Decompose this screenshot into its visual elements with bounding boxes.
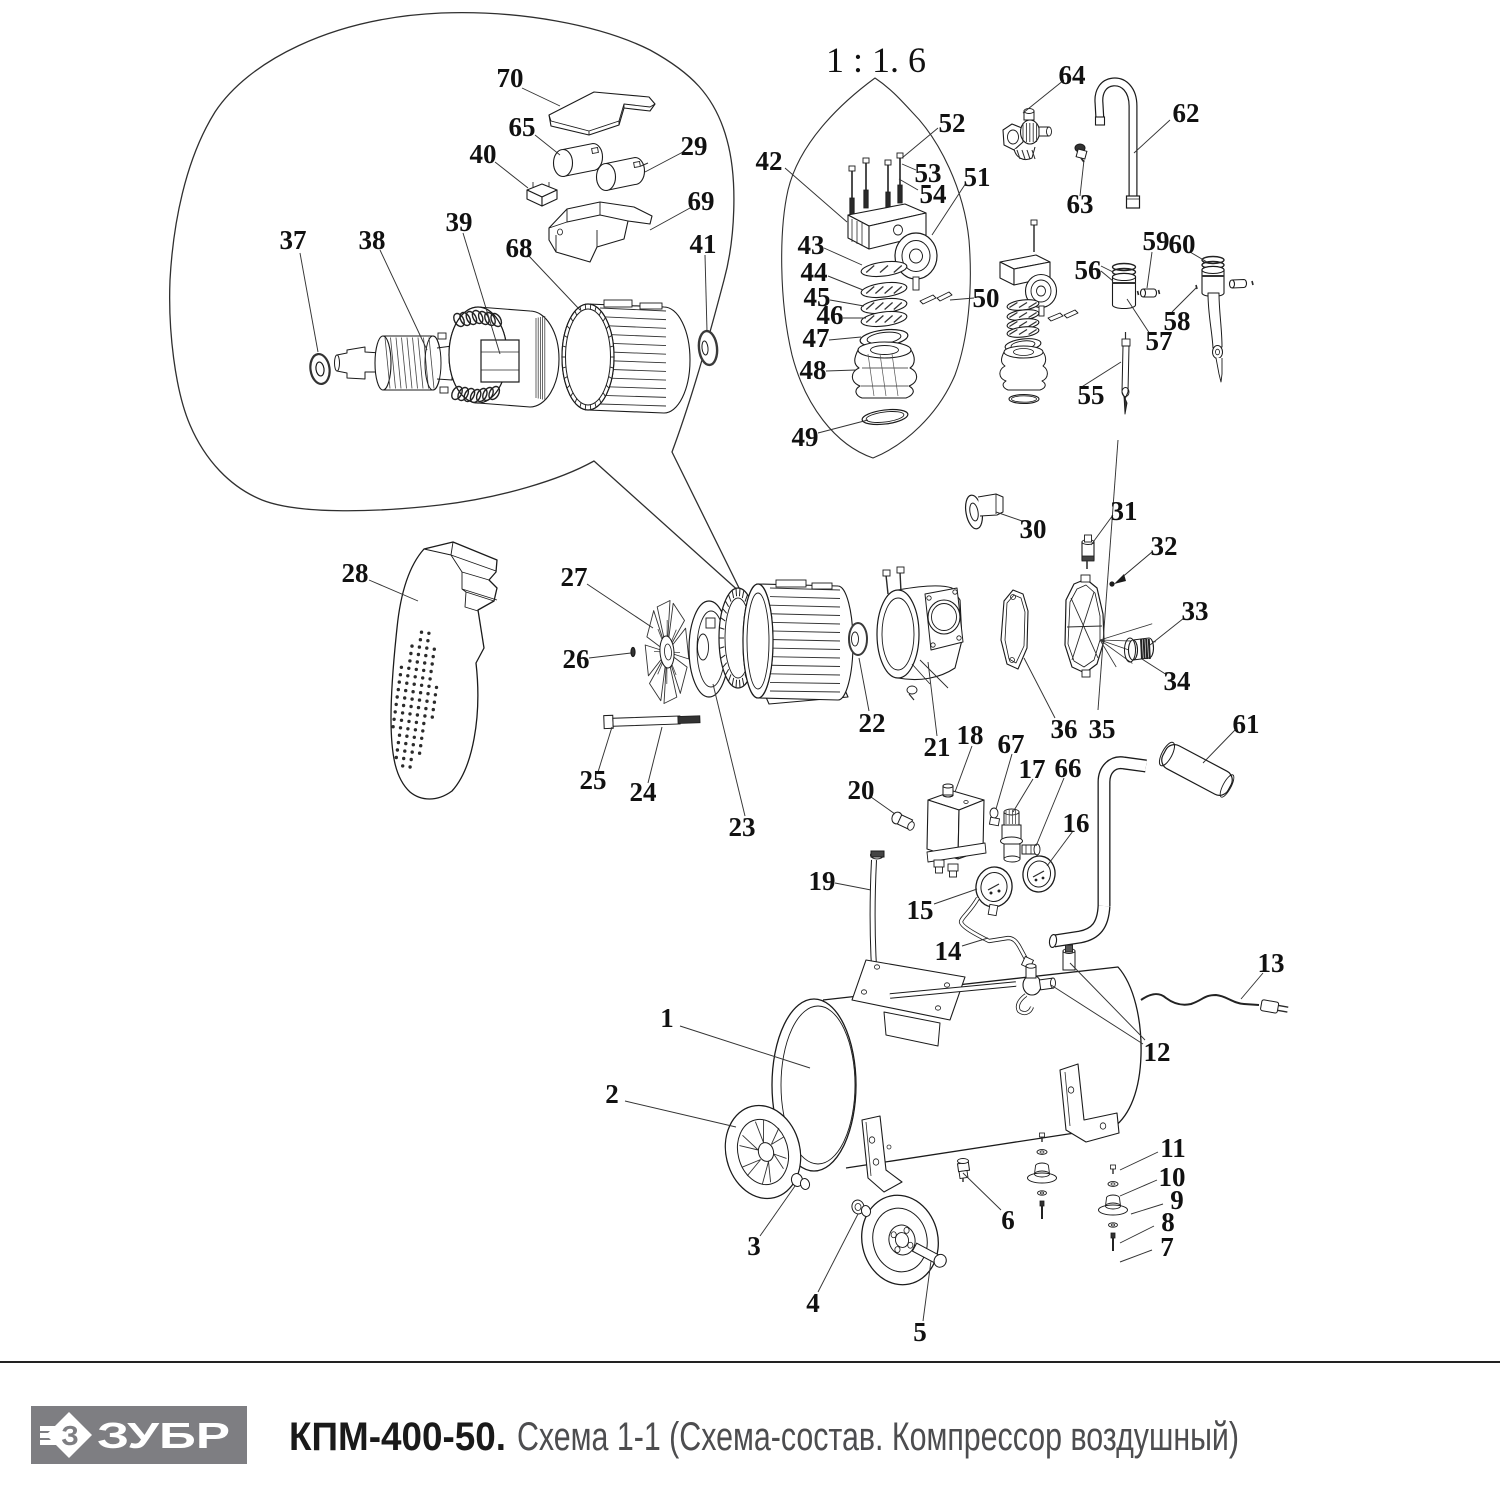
svg-text:3: 3 <box>747 1231 761 1261</box>
svg-text:59: 59 <box>1143 226 1170 256</box>
svg-text:21: 21 <box>924 732 951 762</box>
svg-text:22: 22 <box>859 708 886 738</box>
svg-text:38: 38 <box>359 225 386 255</box>
svg-text:28: 28 <box>342 558 369 588</box>
svg-text:57: 57 <box>1146 326 1173 356</box>
svg-text:50: 50 <box>973 283 1000 313</box>
svg-text:49: 49 <box>792 422 819 452</box>
svg-text:65: 65 <box>509 112 536 142</box>
svg-text:11: 11 <box>1160 1133 1186 1163</box>
svg-text:46: 46 <box>817 300 844 330</box>
svg-text:12: 12 <box>1144 1037 1171 1067</box>
svg-text:9: 9 <box>1170 1185 1184 1215</box>
svg-text:15: 15 <box>907 895 934 925</box>
svg-text:24: 24 <box>630 777 657 807</box>
svg-text:31: 31 <box>1111 496 1138 526</box>
svg-text:33: 33 <box>1182 596 1209 626</box>
svg-text:7: 7 <box>1160 1232 1174 1262</box>
svg-text:1: 1 <box>660 1003 674 1033</box>
svg-text:6: 6 <box>1001 1205 1015 1235</box>
svg-text:34: 34 <box>1164 666 1191 696</box>
svg-text:13: 13 <box>1258 948 1285 978</box>
svg-text:23: 23 <box>729 812 756 842</box>
svg-text:45: 45 <box>804 282 831 312</box>
svg-text:39: 39 <box>446 207 473 237</box>
svg-text:66: 66 <box>1055 753 1082 783</box>
svg-text:1 : 1. 6: 1 : 1. 6 <box>826 40 926 80</box>
svg-text:63: 63 <box>1067 189 1094 219</box>
svg-text:70: 70 <box>497 63 524 93</box>
svg-text:69: 69 <box>688 186 715 216</box>
svg-text:КПМ-400-50.: КПМ-400-50. <box>289 1415 506 1459</box>
svg-text:56: 56 <box>1075 255 1102 285</box>
svg-text:14: 14 <box>935 936 962 966</box>
svg-text:43: 43 <box>798 230 825 260</box>
svg-text:53: 53 <box>915 158 942 188</box>
svg-text:17: 17 <box>1019 754 1046 784</box>
svg-text:8: 8 <box>1161 1207 1175 1237</box>
svg-text:61: 61 <box>1233 709 1260 739</box>
svg-text:55: 55 <box>1078 380 1105 410</box>
svg-text:27: 27 <box>561 562 588 592</box>
svg-text:48: 48 <box>800 355 827 385</box>
svg-text:19: 19 <box>809 866 836 896</box>
svg-text:40: 40 <box>470 139 497 169</box>
svg-text:52: 52 <box>939 108 966 138</box>
svg-text:47: 47 <box>803 323 830 353</box>
svg-text:20: 20 <box>848 775 875 805</box>
svg-text:67: 67 <box>998 729 1025 759</box>
svg-text:32: 32 <box>1151 531 1178 561</box>
svg-text:35: 35 <box>1089 714 1116 744</box>
svg-text:58: 58 <box>1164 306 1191 336</box>
svg-text:2: 2 <box>605 1079 619 1109</box>
svg-text:37: 37 <box>280 225 307 255</box>
svg-text:60: 60 <box>1169 229 1196 259</box>
svg-text:4: 4 <box>806 1288 820 1318</box>
svg-text:З: З <box>61 1420 79 1451</box>
svg-text:25: 25 <box>580 765 607 795</box>
svg-text:41: 41 <box>690 229 717 259</box>
svg-text:29: 29 <box>681 131 708 161</box>
svg-text:30: 30 <box>1020 514 1047 544</box>
svg-text:51: 51 <box>964 162 991 192</box>
svg-text:54: 54 <box>920 179 947 209</box>
svg-text:62: 62 <box>1173 98 1200 128</box>
svg-text:44: 44 <box>801 257 828 287</box>
svg-text:18: 18 <box>957 720 984 750</box>
svg-text:ЗУБР: ЗУБР <box>97 1415 230 1456</box>
svg-text:42: 42 <box>756 146 783 176</box>
svg-text:26: 26 <box>563 644 590 674</box>
svg-text:Схема 1-1 (Схема-состав. Компр: Схема 1-1 (Схема-состав. Компрессор возд… <box>517 1415 1239 1459</box>
svg-text:5: 5 <box>913 1317 927 1347</box>
svg-text:64: 64 <box>1059 60 1086 90</box>
svg-text:36: 36 <box>1051 714 1078 744</box>
svg-text:10: 10 <box>1159 1162 1186 1192</box>
svg-text:16: 16 <box>1063 808 1090 838</box>
svg-text:68: 68 <box>506 233 533 263</box>
